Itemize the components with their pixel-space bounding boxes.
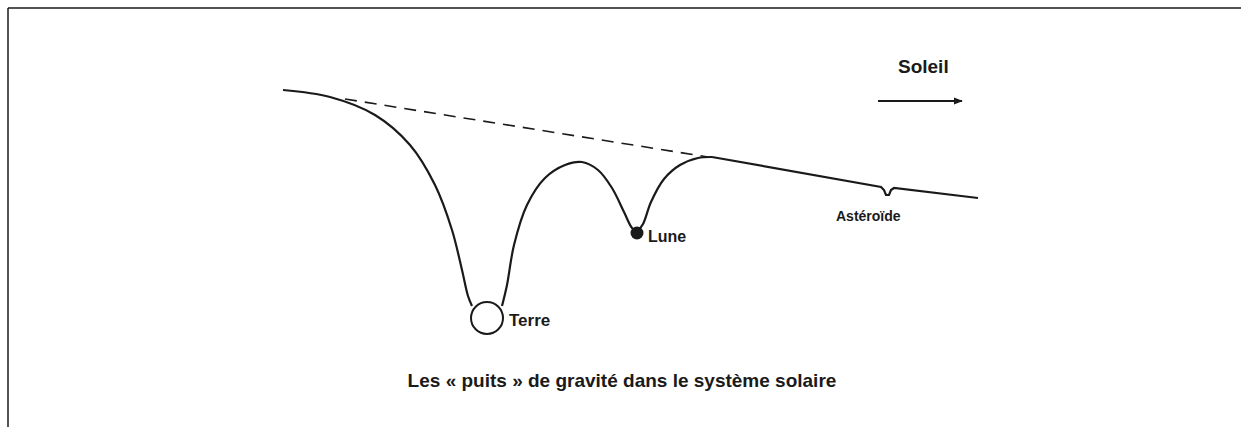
body-label: Astéroïde (836, 208, 901, 225)
curve-segment (712, 157, 978, 198)
figure-caption: Les « puits » de gravité dans le système… (408, 370, 837, 393)
potential-curve (283, 90, 978, 306)
curve-segment (637, 157, 712, 232)
moon-symbol (631, 227, 644, 240)
frame-line (8, 7, 1241, 9)
body-label: Lune (648, 227, 686, 246)
direction-label: Soleil (898, 56, 949, 79)
earth-symbol (471, 302, 503, 334)
curve-segment (283, 90, 472, 306)
curve-segment (502, 162, 637, 306)
body-label: Terre (509, 311, 550, 331)
direction-arrow (878, 100, 962, 102)
dashed-line (345, 99, 708, 157)
frame-line (7, 8, 9, 427)
